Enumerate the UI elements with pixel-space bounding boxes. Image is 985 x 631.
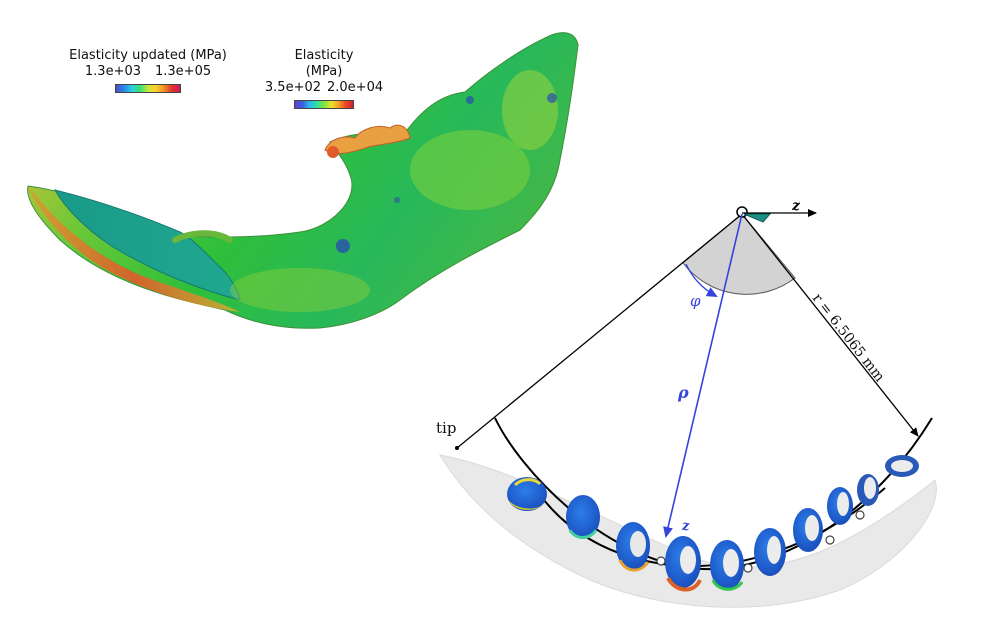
section-2 [566,495,600,539]
legend-elasticity: Elasticity (MPa) 3.5e+02 2.0e+04 [265,48,383,109]
radius-line-r [741,213,919,437]
legend-updated-min: 1.3e+03 [84,64,141,79]
legend-updated-title: Elasticity updated (MPa) [69,48,227,63]
legend-elasticity-title: Elasticity (MPa) [294,48,354,79]
bone-foramen [336,239,350,253]
section-7 [793,508,823,552]
bone-highlight [230,268,370,312]
legend-elasticity-max: 2.0e+04 [327,80,384,95]
bone-blade [54,189,241,301]
tip-point [455,446,459,450]
legend-updated-max: 1.3e+05 [155,64,212,79]
legend-updated-ticks: 1.3e+03 1.3e+05 [58,64,238,80]
tip-label: tip [436,419,456,437]
section-6 [754,528,786,576]
legend-elasticity-min: 3.5e+02 [264,80,321,95]
bone-spot [547,93,557,103]
bone-teeth [324,124,411,154]
section-10 [885,455,919,477]
center-node [825,535,835,545]
legend-elasticity-colorbar [294,100,354,109]
section-5 [710,540,744,591]
bone-ridge [172,230,233,243]
radius-label: r = 6.5065 mm [809,291,888,385]
center-node [656,556,666,566]
center-node [743,563,753,573]
schematic: z φ ρ z tip r = 6.5065 mm [436,198,937,608]
axis-z-label: z [791,198,801,214]
bone-spot [394,197,400,203]
section-8 [827,487,853,525]
radius-line-tip [456,213,743,449]
cross-sections [507,455,919,592]
rho-vector [663,213,743,538]
section-3 [616,522,650,572]
legend-elasticity-ticks: 3.5e+02 2.0e+04 [265,80,383,96]
legend-updated-colorbar [115,84,181,93]
pivot-marker [743,213,772,223]
bone-hotspot [327,146,339,158]
legend-elasticity-updated: Elasticity updated (MPa) 1.3e+03 1.3e+05 [58,48,238,93]
section-9 [857,474,879,506]
bone-highlight [410,130,530,210]
bone-highlight [502,70,558,150]
section-4 [665,536,702,592]
phi-label: φ [690,292,701,310]
bone-spot [466,96,474,104]
phi-arrow [685,263,718,297]
center-node [855,510,865,520]
bone-model [27,32,579,329]
z-local-label: z [681,519,690,534]
section-1 [507,477,547,511]
rho-label: ρ [677,383,689,402]
